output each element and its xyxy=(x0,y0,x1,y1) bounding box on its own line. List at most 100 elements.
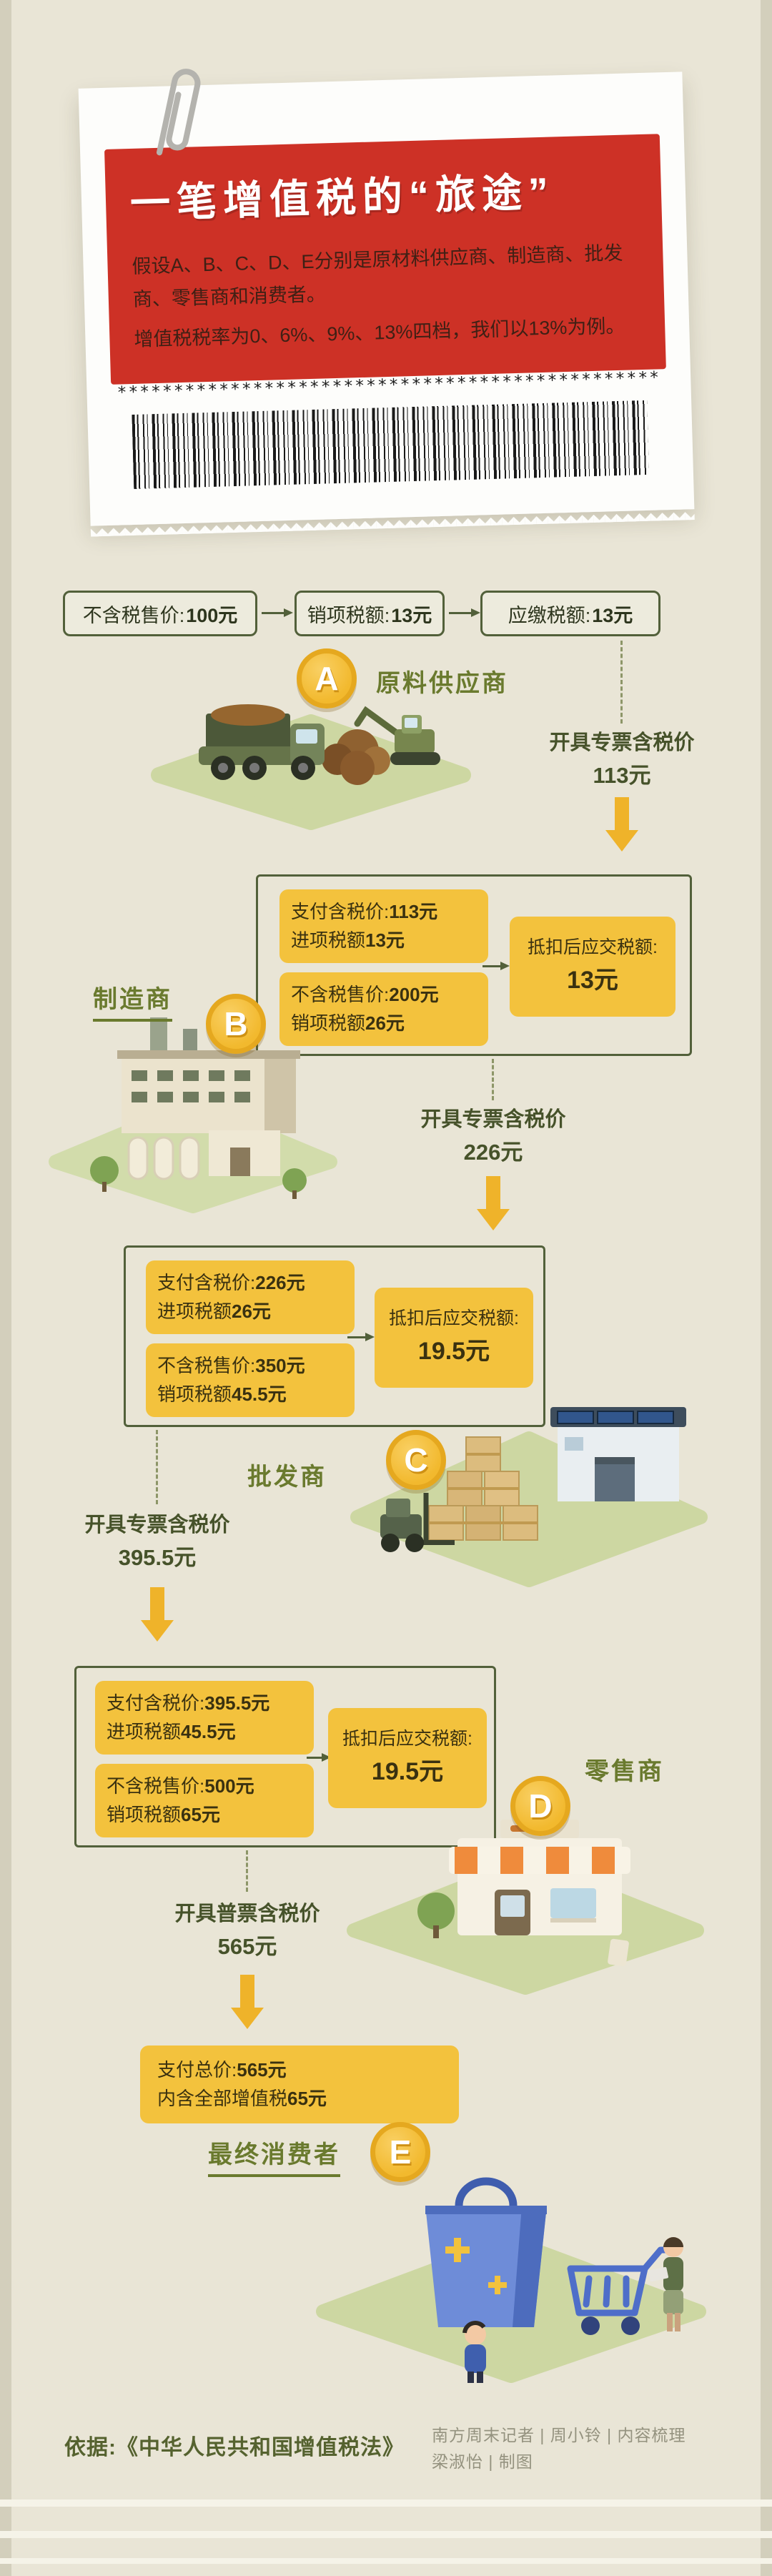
excavator xyxy=(354,706,440,765)
invoice-value: 395.5元 xyxy=(118,1544,197,1570)
vat-included-value: 65元 xyxy=(287,2088,327,2110)
stage-a-role-label: 原料供应商 xyxy=(376,670,508,697)
shop-building xyxy=(449,1820,630,1935)
legal-basis-note: 依据:《中华人民共和国增值税法》 xyxy=(64,2436,405,2459)
net-tax-value: 13元 xyxy=(567,967,618,995)
invoice-label: 开具普票含税价 xyxy=(174,1903,320,1925)
stage-c-pay-box: 支付含税价:226元 进项税额26元 xyxy=(146,1260,355,1334)
coin-letter: B xyxy=(224,1005,248,1042)
credit-line-2: 梁淑怡 | 制图 xyxy=(432,2452,533,2472)
sell-label: 不含税售价: xyxy=(291,984,390,1005)
output-tax-label: 销项税额 xyxy=(107,1804,182,1826)
pay-label: 支付含税价: xyxy=(291,901,390,922)
pay-label: 支付含税价: xyxy=(107,1692,205,1714)
output-tax-label: 销项税额 xyxy=(157,1383,232,1406)
stage-a-sale-price-box: 不含税售价:100元 xyxy=(63,591,257,636)
net-tax-label: 抵扣后应交税额: xyxy=(389,1308,519,1329)
sign-board xyxy=(608,1938,629,1967)
vat-included-label: 内含全部增值税 xyxy=(157,2088,288,2110)
shopper-person xyxy=(648,2237,683,2331)
output-tax-value: 26元 xyxy=(365,1012,405,1035)
input-tax-value: 13元 xyxy=(365,929,405,952)
output-tax-label: 销项税额: xyxy=(307,604,390,626)
pay-value: 113元 xyxy=(389,901,438,922)
invoice-value: 113元 xyxy=(593,762,651,788)
warehouse-illustration xyxy=(350,1407,708,1587)
input-tax-label: 进项税额 xyxy=(291,929,366,952)
net-tax-label: 抵扣后应交税额: xyxy=(342,1729,472,1750)
trees xyxy=(90,1156,307,1199)
stage-a-invoice-note: 开具专票含税价 113元 xyxy=(529,728,715,792)
shop-illustration xyxy=(347,1820,704,1995)
stage-e-total-box: 支付总价:565元 内含全部增值税65元 xyxy=(140,2045,459,2123)
bottom-band xyxy=(0,2558,772,2564)
stage-a-output-tax-box: 销项税额:13元 xyxy=(295,591,445,636)
supplier-illustration xyxy=(151,704,471,830)
invoice-label: 开具专票含税价 xyxy=(549,731,695,754)
stage-d-role-label: 零售商 xyxy=(585,1758,664,1785)
stage-d-container: 支付含税价:395.5元 进项税额45.5元 不含税售价:500元 销项税额65… xyxy=(74,1666,496,1847)
right-edge-band xyxy=(761,0,772,2576)
coin-letter: C xyxy=(404,1441,428,1479)
stage-c-container: 支付含税价:226元 进项税额26元 不含税售价:350元 销项税额45.5元 … xyxy=(124,1245,545,1427)
output-tax-value: 13元 xyxy=(391,604,432,626)
coin-d-icon: D xyxy=(510,1776,570,1836)
down-arrow-icon xyxy=(477,1176,510,1230)
stage-b-container: 支付含税价:113元 进项税额13元 不含税售价:200元 销项税额26元 抵扣… xyxy=(256,874,692,1056)
input-tax-value: 26元 xyxy=(232,1301,271,1323)
consumer-person xyxy=(462,2321,486,2383)
pay-value: 395.5元 xyxy=(204,1692,270,1714)
invoice-label: 开具专票含税价 xyxy=(84,1514,230,1536)
page-title: 一笔增值税的“旅途” xyxy=(129,169,555,226)
stage-c-sell-box: 不含税售价:350元 销项税额45.5元 xyxy=(146,1343,355,1417)
left-edge-band xyxy=(0,0,11,2576)
invoice-value: 565元 xyxy=(217,1933,277,1959)
sell-value: 200元 xyxy=(389,984,439,1005)
right-arrow-icon xyxy=(307,1753,331,1762)
connector-line xyxy=(246,1850,248,1892)
box-tape xyxy=(429,1453,538,1524)
stage-c-invoice-note: 开具专票含税价 395.5元 xyxy=(64,1510,250,1574)
coin-a-icon: A xyxy=(297,648,357,709)
intro-line-2: 增值税税率为0、6%、9%、13%四档，我们以13%为例。 xyxy=(134,315,625,350)
stage-e-role-label: 最终消费者 xyxy=(208,2135,340,2177)
output-tax-value: 45.5元 xyxy=(232,1383,287,1406)
down-arrow-icon xyxy=(231,1975,264,2029)
dump-truck xyxy=(199,704,325,780)
down-arrow-icon xyxy=(141,1587,174,1642)
connector-line xyxy=(620,641,623,724)
coin-letter: E xyxy=(389,2133,412,2171)
factory-building xyxy=(117,1017,300,1180)
net-tax-label: 抵扣后应交税额: xyxy=(528,937,658,958)
right-arrow-icon xyxy=(482,962,510,970)
sale-price-value: 100元 xyxy=(186,604,238,626)
stage-d-sell-box: 不含税售价:500元 销项税额65元 xyxy=(95,1764,314,1837)
output-tax-value: 65元 xyxy=(181,1804,220,1826)
net-tax-value: 19.5元 xyxy=(417,1338,490,1366)
coin-b-icon: B xyxy=(206,994,266,1054)
stage-b-invoice-note: 开具专票含税价 226元 xyxy=(400,1105,586,1169)
shopping-bag xyxy=(425,2177,547,2327)
stage-c-net-tax-box: 抵扣后应交税额: 19.5元 xyxy=(375,1288,533,1388)
total-value: 565元 xyxy=(237,2059,287,2081)
stage-d-net-tax-box: 抵扣后应交税额: 19.5元 xyxy=(328,1708,487,1808)
right-arrow-icon xyxy=(262,608,293,617)
stage-c-role-label: 批发商 xyxy=(247,1464,327,1491)
coin-letter: D xyxy=(528,1787,553,1825)
tax-due-value: 13元 xyxy=(592,604,633,626)
sale-price-label: 不含税售价: xyxy=(82,604,185,626)
connector-line xyxy=(492,1059,494,1100)
tax-due-label: 应缴税额: xyxy=(508,604,591,626)
stage-b-net-tax-box: 抵扣后应交税额: 13元 xyxy=(510,917,676,1017)
sell-value: 500元 xyxy=(204,1775,254,1797)
invoice-label: 开具专票含税价 xyxy=(420,1108,566,1131)
pay-label: 支付含税价: xyxy=(157,1272,256,1293)
pay-value: 226元 xyxy=(255,1272,305,1293)
barcode xyxy=(132,400,650,489)
total-label: 支付总价: xyxy=(157,2059,237,2081)
stage-d-invoice-note: 开具普票含税价 565元 xyxy=(154,1899,340,1963)
stage-b-sell-box: 不含税售价:200元 销项税额26元 xyxy=(279,972,488,1046)
tree xyxy=(417,1892,455,1938)
bottom-band xyxy=(0,2499,772,2507)
